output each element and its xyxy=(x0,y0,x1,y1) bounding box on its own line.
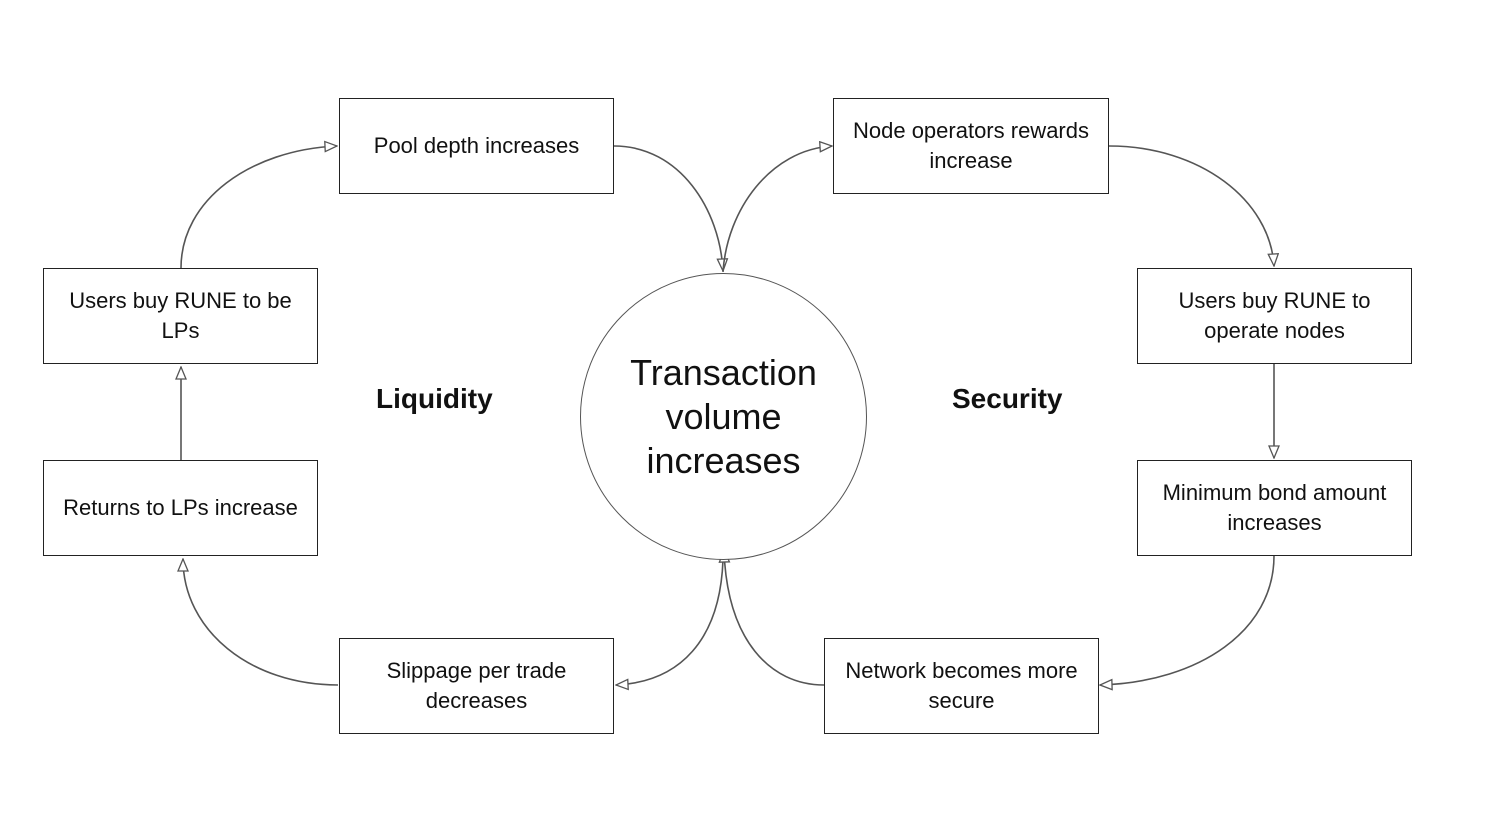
node-users-buy-rune-lp: Users buy RUNE to be LPs xyxy=(43,268,318,364)
node-node-operator-rewards-label: Node operators rewards increase xyxy=(852,118,1089,173)
node-slippage-label: Slippage per trade decreases xyxy=(386,658,567,713)
node-users-buy-rune-lp-label: Users buy RUNE to be LPs xyxy=(69,288,292,343)
node-network-secure-label: Network becomes more secure xyxy=(845,658,1078,713)
node-returns-to-lps-label: Returns to LPs increase xyxy=(63,495,298,520)
arrow-network-secure-to-center xyxy=(724,550,825,686)
arrow-min-bond-to-network-secure xyxy=(1100,555,1275,685)
node-network-secure: Network becomes more secure xyxy=(824,638,1099,734)
section-label-liquidity: Liquidity xyxy=(376,383,493,414)
arrow-pool-depth-to-center xyxy=(613,145,723,271)
node-returns-to-lps: Returns to LPs increase xyxy=(43,460,318,556)
center-node-transaction-volume: Transaction volume increases xyxy=(580,273,867,560)
node-minimum-bond: Minimum bond amount increases xyxy=(1137,460,1412,556)
node-pool-depth-label: Pool depth increases xyxy=(373,133,580,158)
node-pool-depth: Pool depth increases xyxy=(339,98,614,194)
section-label-security: Security xyxy=(952,383,1063,414)
arrow-slippage-to-returns-lp xyxy=(183,559,339,686)
node-minimum-bond-label: Minimum bond amount increases xyxy=(1162,480,1387,535)
arrow-center-to-node-rewards xyxy=(722,146,832,273)
arrow-center-to-slippage xyxy=(616,559,724,685)
node-slippage: Slippage per trade decreases xyxy=(339,638,614,734)
arrow-node-rewards-to-users-nodes xyxy=(1108,145,1274,266)
node-users-buy-rune-nodes: Users buy RUNE to operate nodes xyxy=(1137,268,1412,364)
node-users-buy-rune-nodes-label: Users buy RUNE to operate nodes xyxy=(1178,288,1371,343)
arrow-users-lp-to-pool-depth xyxy=(180,146,337,269)
node-node-operator-rewards: Node operators rewards increase xyxy=(833,98,1109,194)
center-node-label: Transaction volume increases xyxy=(630,351,817,481)
